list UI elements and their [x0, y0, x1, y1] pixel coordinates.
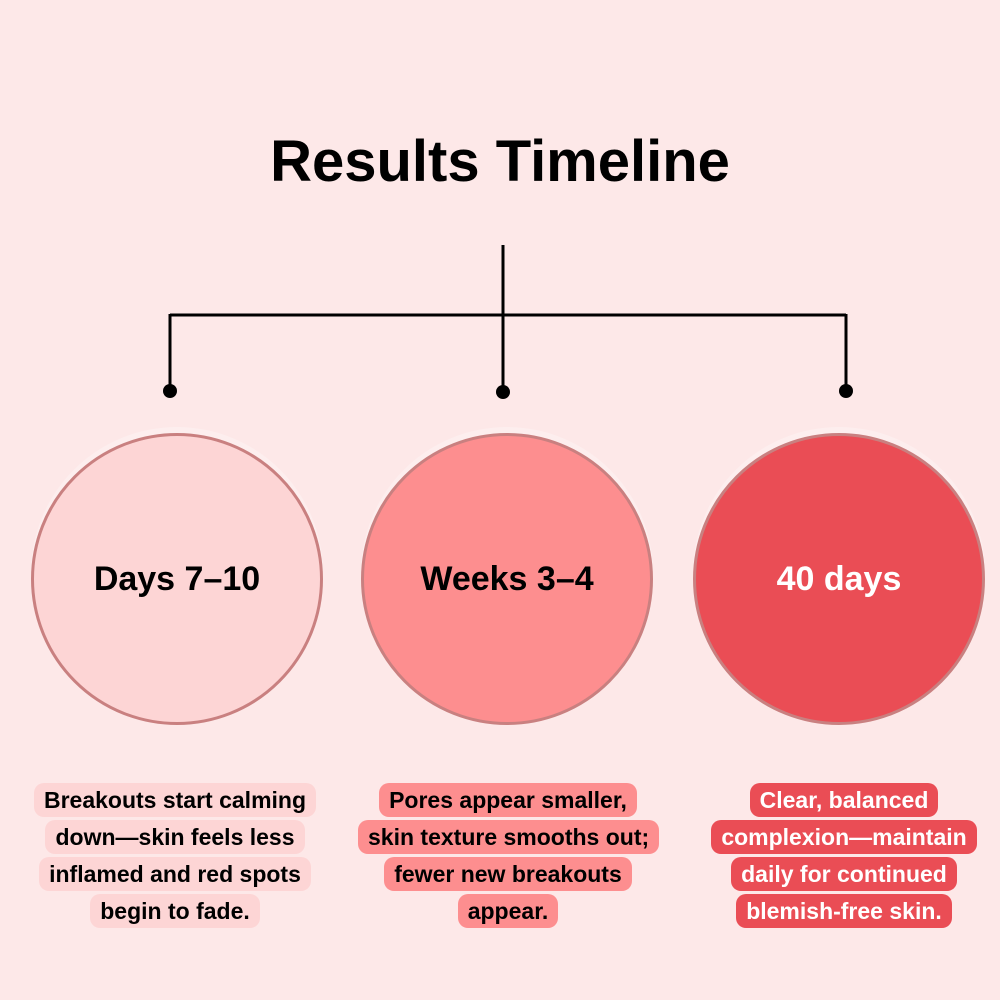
stage-label: 40 days — [776, 559, 902, 598]
stage-circle-1: Days 7–10 — [31, 433, 323, 725]
stage-description-3: Clear, balanced complexion—maintain dail… — [694, 782, 994, 930]
stage-description-1: Breakouts start calming down—skin feels … — [25, 782, 325, 930]
page-title: Results Timeline — [270, 129, 730, 194]
stage-description-2: Pores appear smaller, skin texture smoot… — [358, 782, 660, 930]
connector-dot-2 — [496, 385, 510, 399]
stage-circle-3: 40 days — [693, 433, 985, 725]
stage-description-text: Breakouts start calming down—skin feels … — [33, 783, 317, 928]
stage-label: Days 7–10 — [93, 559, 261, 598]
stage-description-text: Pores appear smaller, skin texture smoot… — [358, 783, 660, 928]
stage-label: Weeks 3–4 — [420, 559, 594, 598]
stage-description-text: Clear, balanced complexion—maintain dail… — [711, 783, 977, 928]
connector-dot-3 — [839, 384, 853, 398]
stage-circle-2: Weeks 3–4 — [361, 433, 653, 725]
connector-dot-1 — [163, 384, 177, 398]
